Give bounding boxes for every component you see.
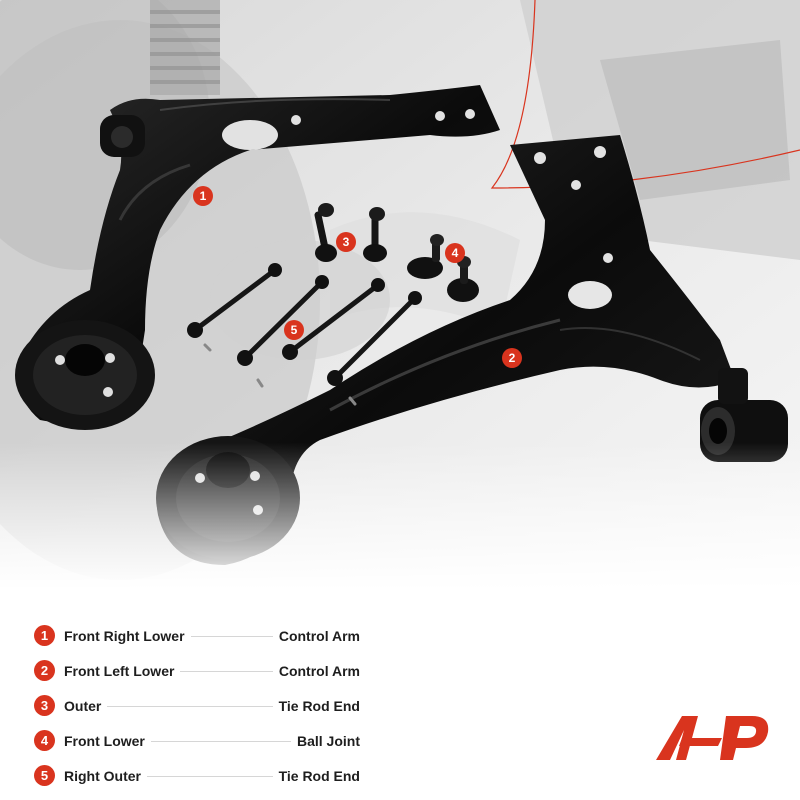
legend-leader-line (107, 706, 273, 707)
legend-number-badge: 3 (34, 695, 55, 716)
parts-legend: 1 Front Right Lower Control Arm 2 Front … (34, 618, 364, 793)
legend-row-3: 3 Outer Tie Rod End (34, 688, 364, 723)
legend-part-label: Control Arm (278, 662, 360, 679)
legend-number-badge: 4 (34, 730, 55, 751)
legend-leader-line (190, 636, 273, 637)
callout-1-number: 1 (199, 189, 207, 203)
legend-position-label: Front Right Lower (64, 627, 185, 644)
legend-position-label: Front Lower (64, 732, 145, 749)
legend-number-badge: 1 (34, 625, 55, 646)
product-photo: 1 2 3 4 5 (0, 0, 800, 590)
legend-row-4: 4 Front Lower Ball Joint (34, 723, 364, 758)
callout-5: 5 (284, 320, 304, 340)
product-illustration (0, 0, 800, 590)
legend-leader-line (147, 776, 273, 777)
legend-part-label: Ball Joint (296, 732, 360, 749)
legend-row-2: 2 Front Left Lower Control Arm (34, 653, 364, 688)
callout-3-number: 3 (342, 235, 350, 249)
legend-row-1: 1 Front Right Lower Control Arm (34, 618, 364, 653)
legend-leader-line (180, 671, 273, 672)
a-premium-logo-icon (652, 708, 774, 762)
callout-1: 1 (193, 186, 213, 206)
callout-4: 4 (445, 243, 465, 263)
callout-2: 2 (502, 348, 522, 368)
callout-2-number: 2 (508, 351, 516, 365)
callout-5-number: 5 (290, 323, 298, 337)
legend-position-label: Outer (64, 697, 102, 714)
legend-position-label: Right Outer (64, 767, 141, 784)
legend-position-label: Front Left Lower (64, 662, 175, 679)
legend-part-label: Tie Rod End (278, 767, 360, 784)
legend-number-badge: 2 (34, 660, 55, 681)
callout-4-number: 4 (451, 246, 459, 260)
legend-number-badge: 5 (34, 765, 55, 786)
logo-mark (656, 716, 769, 760)
legend-part-label: Tie Rod End (278, 697, 360, 714)
legend-part-label: Control Arm (278, 627, 360, 644)
legend-row-5: 5 Right Outer Tie Rod End (34, 758, 364, 793)
callout-3: 3 (336, 232, 356, 252)
legend-leader-line (150, 741, 291, 742)
